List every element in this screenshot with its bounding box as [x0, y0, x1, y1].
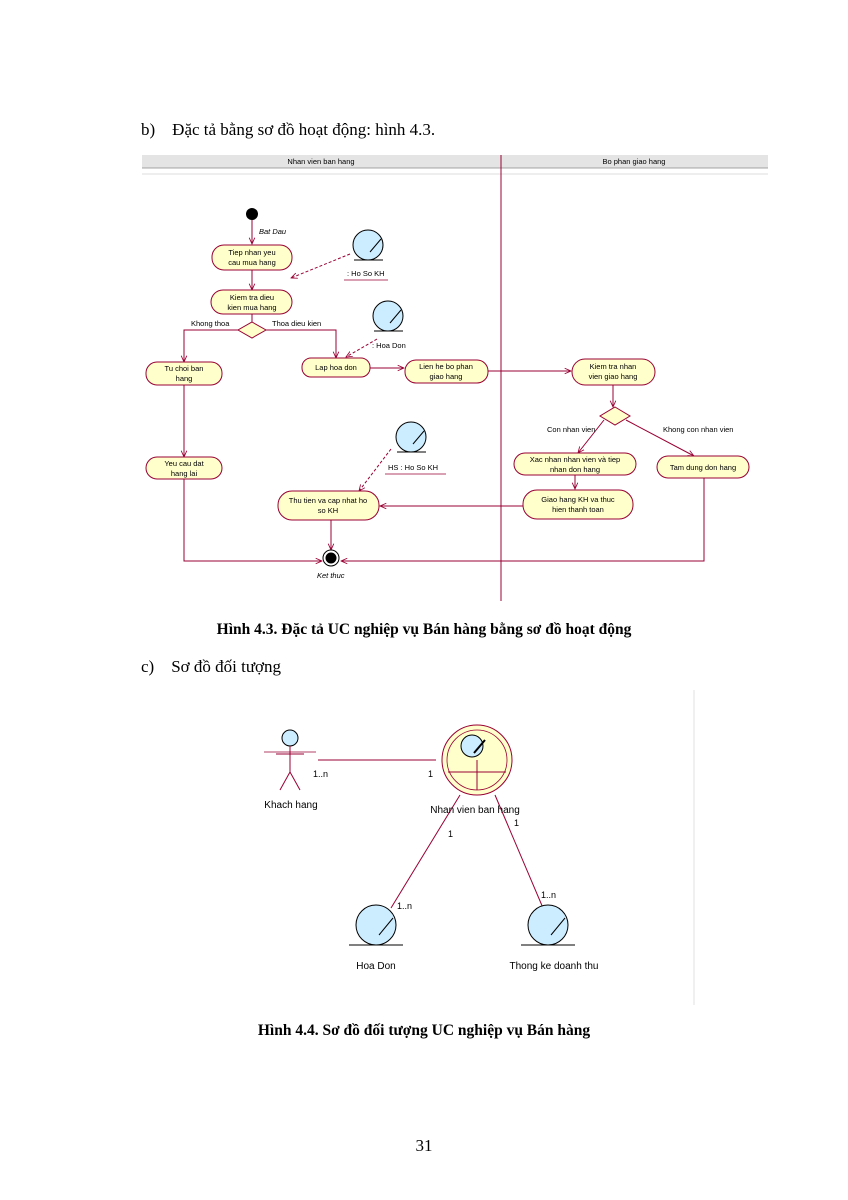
guard-thoa: Thoa dieu kien: [272, 319, 321, 328]
entity-hoa-don-object-icon: [349, 904, 403, 946]
activity-diagram: Nhan vien ban hang Bo phan giao hang Bat…: [142, 155, 768, 601]
svg-text:cau mua hang: cau mua hang: [228, 258, 276, 267]
svg-text:Giao hang KH va thuc: Giao hang KH va thuc: [541, 495, 615, 504]
control-nhan-vien-label: Nhan vien ban hang: [430, 805, 520, 816]
activity-lap-hoa-don: Lap hoa don: [301, 357, 371, 378]
entity-ho-so-kh-icon: [352, 229, 384, 261]
svg-text:nhan don hang: nhan don hang: [550, 465, 600, 474]
start-node: [246, 208, 258, 220]
guard-con: Con nhan vien: [547, 425, 595, 434]
figure-4-3-caption: Hình 4.3. Đặc tả UC nghiệp vụ Bán hàng b…: [216, 621, 632, 638]
start-label: Bat Dau: [259, 227, 287, 236]
activity-tam-dung: Tam dung don hang: [656, 455, 750, 479]
mult-thongke-end: 1..n: [541, 890, 556, 900]
lane-left-label: Nhan vien ban hang: [287, 157, 354, 166]
entity-hoa-don-label: Hoa Don: [356, 961, 395, 972]
svg-text:Tam dung don hang: Tam dung don hang: [670, 463, 736, 472]
activity-lien-he: Lien he bo phan giao hang: [404, 359, 489, 384]
svg-text:Kiem tra dieu: Kiem tra dieu: [230, 293, 274, 302]
activity-kiem-tra-nhan-vien: Kiem tra nhan vien giao hang: [571, 358, 656, 386]
control-nhan-vien-icon: [441, 724, 513, 796]
svg-text:Yeu cau dat: Yeu cau dat: [164, 459, 204, 468]
svg-text:vien giao hang: vien giao hang: [589, 372, 638, 381]
svg-text:Kiem tra nhan: Kiem tra nhan: [590, 362, 637, 371]
section-c-heading: c) Sơ đồ đối tượng: [141, 657, 282, 676]
actor-khach-hang-label: Khach hang: [264, 800, 317, 811]
object-hs-ho-so-kh: HS : Ho So KH: [388, 463, 438, 472]
object-ho-so-kh: : Ho So KH: [347, 269, 385, 278]
mult-hoadon-end: 1..n: [397, 901, 412, 911]
guard-khong-con: Khong con nhan vien: [663, 425, 733, 434]
entity-hs-ho-so-kh-icon: [395, 421, 427, 453]
entity-hoa-don-icon: [372, 300, 404, 332]
mult-actor-end: 1..n: [313, 769, 328, 779]
svg-text:hang lai: hang lai: [171, 469, 198, 478]
mult-control-end: 1: [428, 769, 433, 779]
svg-text:Xac nhan nhan vien và tiep: Xac nhan nhan vien và tiep: [530, 455, 620, 464]
mult-ctrl-left: 1: [448, 829, 453, 839]
guard-khong-thoa: Khong thoa: [191, 319, 230, 328]
entity-thong-ke-label: Thong ke doanh thu: [510, 961, 599, 972]
object-hoa-don: : Hoa Don: [372, 341, 406, 350]
decision-nhan-vien: [599, 406, 631, 426]
svg-text:Tiep nhan yeu: Tiep nhan yeu: [228, 248, 275, 257]
svg-text:Thu tien va cap nhat ho: Thu tien va cap nhat ho: [289, 496, 367, 505]
svg-text:Tu choi ban: Tu choi ban: [165, 364, 204, 373]
activity-yeu-cau-dat-lai: Yeu cau dat hang lai: [145, 456, 223, 480]
decision-dieu-kien: [236, 321, 268, 339]
svg-text:so KH: so KH: [318, 506, 338, 515]
mult-ctrl-right: 1: [514, 818, 519, 828]
figure-4-4-caption: Hình 4.4. Sơ đồ đối tượng UC nghiệp vụ B…: [257, 1022, 591, 1039]
svg-text:Lap hoa don: Lap hoa don: [315, 363, 357, 372]
end-label: Ket thuc: [317, 571, 345, 580]
svg-text:kien mua hang: kien mua hang: [227, 303, 276, 312]
lane-right-label: Bo phan giao hang: [603, 157, 666, 166]
svg-text:hang: hang: [176, 374, 193, 383]
svg-text:giao hang: giao hang: [430, 372, 463, 381]
activity-xac-nhan: Xac nhan nhan vien và tiep nhan don hang: [513, 452, 637, 476]
section-b-heading: b) Đặc tả bằng sơ đồ hoạt động: hình 4.3…: [141, 120, 436, 139]
page-number: 31: [415, 1136, 433, 1155]
entity-thong-ke-icon: [521, 904, 575, 946]
svg-text:Lien he bo phan: Lien he bo phan: [419, 362, 473, 371]
object-diagram: Khach hang Nhan vien ban hang Hoa Don Th…: [264, 690, 695, 1005]
swimlane-header: [142, 155, 768, 168]
activity-kiem-tra-dieu-kien: Kiem tra dieu kien mua hang: [210, 289, 293, 315]
actor-khach-hang-icon: [264, 729, 316, 791]
activity-tu-choi: Tu choi ban hang: [145, 361, 223, 386]
activity-giao-hang: Giao hang KH va thuc hien thanh toan: [522, 489, 634, 520]
svg-text:hien thanh toan: hien thanh toan: [552, 505, 604, 514]
activity-tiep-nhan: Tiep nhan yeu cau mua hang: [211, 244, 293, 271]
activity-thu-tien: Thu tien va cap nhat ho so KH: [277, 490, 380, 521]
